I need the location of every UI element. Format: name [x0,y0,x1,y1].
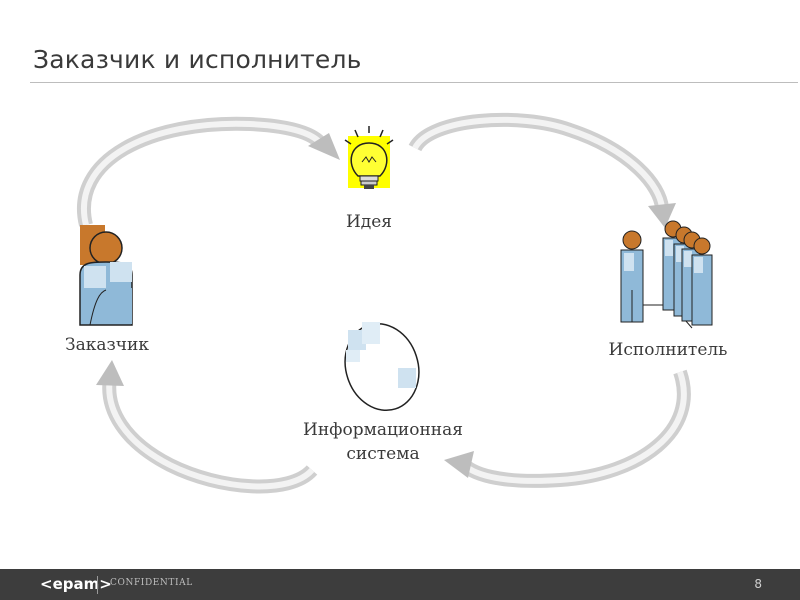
cycle-diagram [77,112,713,494]
idea-label: Идея [345,212,393,232]
arrow-idea-to-performer [408,112,676,228]
disk-icon [344,322,420,412]
epam-logo: <epam> [40,575,112,593]
person-icon [79,225,133,326]
system-label-line1: Информационная [303,420,463,440]
lightbulb-icon [344,126,394,189]
arrow-customer-to-idea [77,116,340,227]
performer-label: Исполнитель [608,340,728,360]
footer-bar: <epam> CONFIDENTIAL 8 [0,569,800,600]
footer-divider [97,576,98,594]
team-icon [620,220,713,329]
confidential-label: CONFIDENTIAL [110,578,193,588]
arrow-system-to-customer [96,360,318,494]
page-number: 8 [754,577,762,591]
customer-label: Заказчик [65,335,149,355]
system-label-line2: система [346,444,420,464]
arrow-performer-to-system [444,369,691,488]
slide-title: Заказчик и исполнитель [33,45,362,74]
title-divider [30,82,798,83]
